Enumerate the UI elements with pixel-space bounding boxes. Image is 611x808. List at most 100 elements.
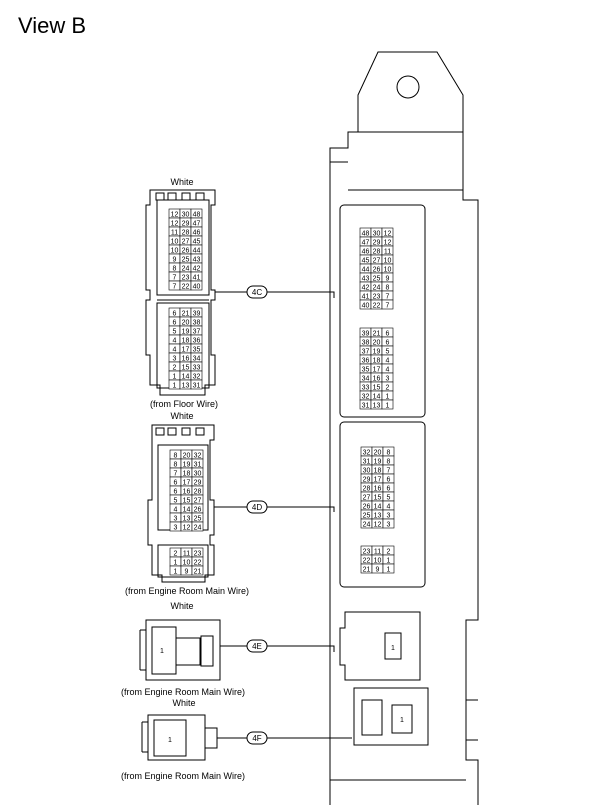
color-label-4e: White bbox=[170, 601, 194, 611]
connector-4e-body bbox=[139, 619, 221, 681]
pin-4c-left-bottom-pin: 6 bbox=[173, 311, 177, 318]
pin-4f-left: 1 bbox=[168, 737, 172, 744]
pin-4d-left-top-pin: 6 bbox=[174, 480, 178, 487]
connector-4d-body bbox=[147, 424, 215, 583]
pin-4d-right-top-pin: 12 bbox=[374, 522, 382, 529]
connector-id-badge-4e bbox=[246, 639, 268, 653]
mounting-hole bbox=[396, 75, 420, 99]
pin-4c-right-bottom-pin: 19 bbox=[373, 349, 381, 356]
pin-4c-left-bottom-pin: 31 bbox=[193, 383, 201, 390]
pin-4c-right-bottom-pin: 18 bbox=[373, 358, 381, 365]
color-label-4c: White bbox=[170, 177, 194, 187]
pin-4c-right-top-pin: 46 bbox=[362, 249, 370, 256]
pin-4d-left-top-pin: 17 bbox=[183, 480, 191, 487]
pin-4c-left-top-pin: 45 bbox=[193, 239, 201, 246]
pin-4d-right-top-pin: 6 bbox=[387, 486, 391, 493]
color-label-4d: White bbox=[170, 411, 194, 421]
pin-4d-right-top-pin: 27 bbox=[363, 495, 371, 502]
pin-4d-right-top-cell bbox=[382, 518, 395, 529]
pin-4c-left-top-pin: 22 bbox=[182, 284, 190, 291]
pin-4d-left-bottom-pin: 2 bbox=[174, 551, 178, 558]
pin-4c-left-top-pin: 48 bbox=[193, 212, 201, 219]
pin-4c-left-top-pin: 44 bbox=[193, 248, 201, 255]
connector-id-4f: 4F bbox=[252, 734, 261, 743]
pin-4c-left-top-pin: 11 bbox=[171, 230, 178, 237]
pin-4c-left-top-pin: 9 bbox=[173, 257, 177, 264]
pin-4d-left-top-pin: 20 bbox=[183, 453, 191, 460]
pin-4c-right-bottom-pin: 39 bbox=[362, 331, 370, 338]
pin-4c-right-top-pin: 42 bbox=[362, 285, 370, 292]
pin-4d-right-top-pin: 32 bbox=[363, 450, 371, 457]
pin-4d-right-top-pin: 25 bbox=[363, 513, 371, 520]
pin-4c-right-bottom-pin: 17 bbox=[373, 367, 381, 374]
pin-4c-right-top-pin: 45 bbox=[362, 258, 370, 265]
pin-4d-left-top-pin: 28 bbox=[194, 489, 202, 496]
pin-4d-right-top-pin: 6 bbox=[387, 477, 391, 484]
pin-4d-left-top-pin: 12 bbox=[183, 525, 191, 532]
pin-4c-left-top-pin: 47 bbox=[193, 221, 201, 228]
pin-4c-right-bottom-pin: 31 bbox=[362, 403, 370, 410]
pin-4d-left-top-pin: 19 bbox=[183, 462, 191, 469]
pin-4d-left-top-pin: 7 bbox=[174, 471, 178, 478]
pin-4d-right-top-pin: 28 bbox=[363, 486, 371, 493]
pin-4c-right-top-pin: 29 bbox=[373, 240, 381, 247]
pin-4c-left-bottom-pin: 1 bbox=[173, 374, 177, 381]
pin-4c-left-top-pin: 25 bbox=[182, 257, 190, 264]
pin-4c-left-top-pin: 29 bbox=[182, 221, 190, 228]
pin-4c-right-top-pin: 10 bbox=[384, 258, 392, 265]
pin-4c-left-top-pin: 10 bbox=[171, 248, 179, 255]
pin-4d-right-bottom-pin: 21 bbox=[363, 567, 371, 574]
pin-4c-left-bottom-pin: 39 bbox=[193, 311, 201, 318]
pin-4d-left-top-cell bbox=[191, 521, 204, 532]
pin-4c-right-top-pin: 22 bbox=[373, 303, 381, 310]
pin-4d-left-top-pin: 24 bbox=[194, 525, 202, 532]
pin-4c-right-bottom-pin: 21 bbox=[373, 331, 381, 338]
pin-4c-left-bottom-pin: 3 bbox=[173, 356, 177, 363]
pin-4c-left-bottom-pin: 13 bbox=[182, 383, 190, 390]
pin-4d-right-top-pin: 20 bbox=[374, 450, 382, 457]
pin-4c-right-bottom-pin: 1 bbox=[386, 403, 390, 410]
source-label-4d: (from Engine Room Main Wire) bbox=[124, 586, 250, 596]
pin-4d-right-bottom-pin: 22 bbox=[363, 558, 371, 565]
pin-4c-right-bottom-pin: 16 bbox=[373, 376, 381, 383]
pin-4c-left-top-pin: 12 bbox=[171, 221, 179, 228]
pin-4d-right-bottom-pin: 1 bbox=[387, 558, 391, 565]
connector-4f-body bbox=[141, 714, 218, 761]
pin-4c-right-bottom-pin: 1 bbox=[386, 394, 390, 401]
pin-4c-left-top-pin: 7 bbox=[173, 275, 177, 282]
pin-4c-left-bottom-pin: 4 bbox=[173, 347, 177, 354]
pin-4c-left-bottom-pin: 33 bbox=[193, 365, 201, 372]
pin-4c-right-bottom-pin: 4 bbox=[386, 367, 390, 374]
pin-4c-right-top-pin: 7 bbox=[386, 303, 390, 310]
pin-4c-left-bottom-pin: 20 bbox=[182, 320, 190, 327]
pin-4c-right-bottom-pin: 3 bbox=[386, 376, 390, 383]
socket-4f-cavity bbox=[391, 704, 413, 734]
pin-4f-right: 1 bbox=[400, 717, 404, 724]
leader-4d bbox=[214, 506, 335, 512]
pin-4c-left-top-pin: 40 bbox=[193, 284, 201, 291]
pin-4c-right-bottom-pin: 15 bbox=[373, 385, 381, 392]
pin-4d-right-top-pin: 7 bbox=[387, 468, 391, 475]
pin-4c-right-top-pin: 10 bbox=[384, 267, 392, 274]
block-ridge bbox=[330, 131, 463, 191]
pin-4d-right-top-pin: 19 bbox=[374, 459, 382, 466]
pin-4c-left-bottom-pin: 21 bbox=[182, 311, 190, 318]
pin-4c-right-top-pin: 24 bbox=[373, 285, 381, 292]
pin-4d-left-top-pin: 14 bbox=[183, 507, 191, 514]
pin-4d-left-bottom-pin: 22 bbox=[194, 560, 202, 567]
pin-4d-left-top-pin: 26 bbox=[194, 507, 202, 514]
pin-4d-right-top-pin: 18 bbox=[374, 468, 382, 475]
pin-4d-right-top-pin: 31 bbox=[363, 459, 371, 466]
pin-4d-right-top-pin: 30 bbox=[363, 468, 371, 475]
pin-4d-right-top-pin: 8 bbox=[387, 450, 391, 457]
leader-4e bbox=[220, 645, 335, 652]
pin-4d-left-top-pin: 29 bbox=[194, 480, 202, 487]
pin-4c-right-bottom-pin: 36 bbox=[362, 358, 370, 365]
pin-4d-left-top-pin: 30 bbox=[194, 471, 202, 478]
pin-4c-left-top-pin: 27 bbox=[182, 239, 190, 246]
leader-4c bbox=[215, 291, 335, 298]
connector-id-badge-4f bbox=[246, 731, 268, 745]
pin-4c-left-bottom-pin: 38 bbox=[193, 320, 201, 327]
pin-4c-right-bottom-pin: 35 bbox=[362, 367, 370, 374]
